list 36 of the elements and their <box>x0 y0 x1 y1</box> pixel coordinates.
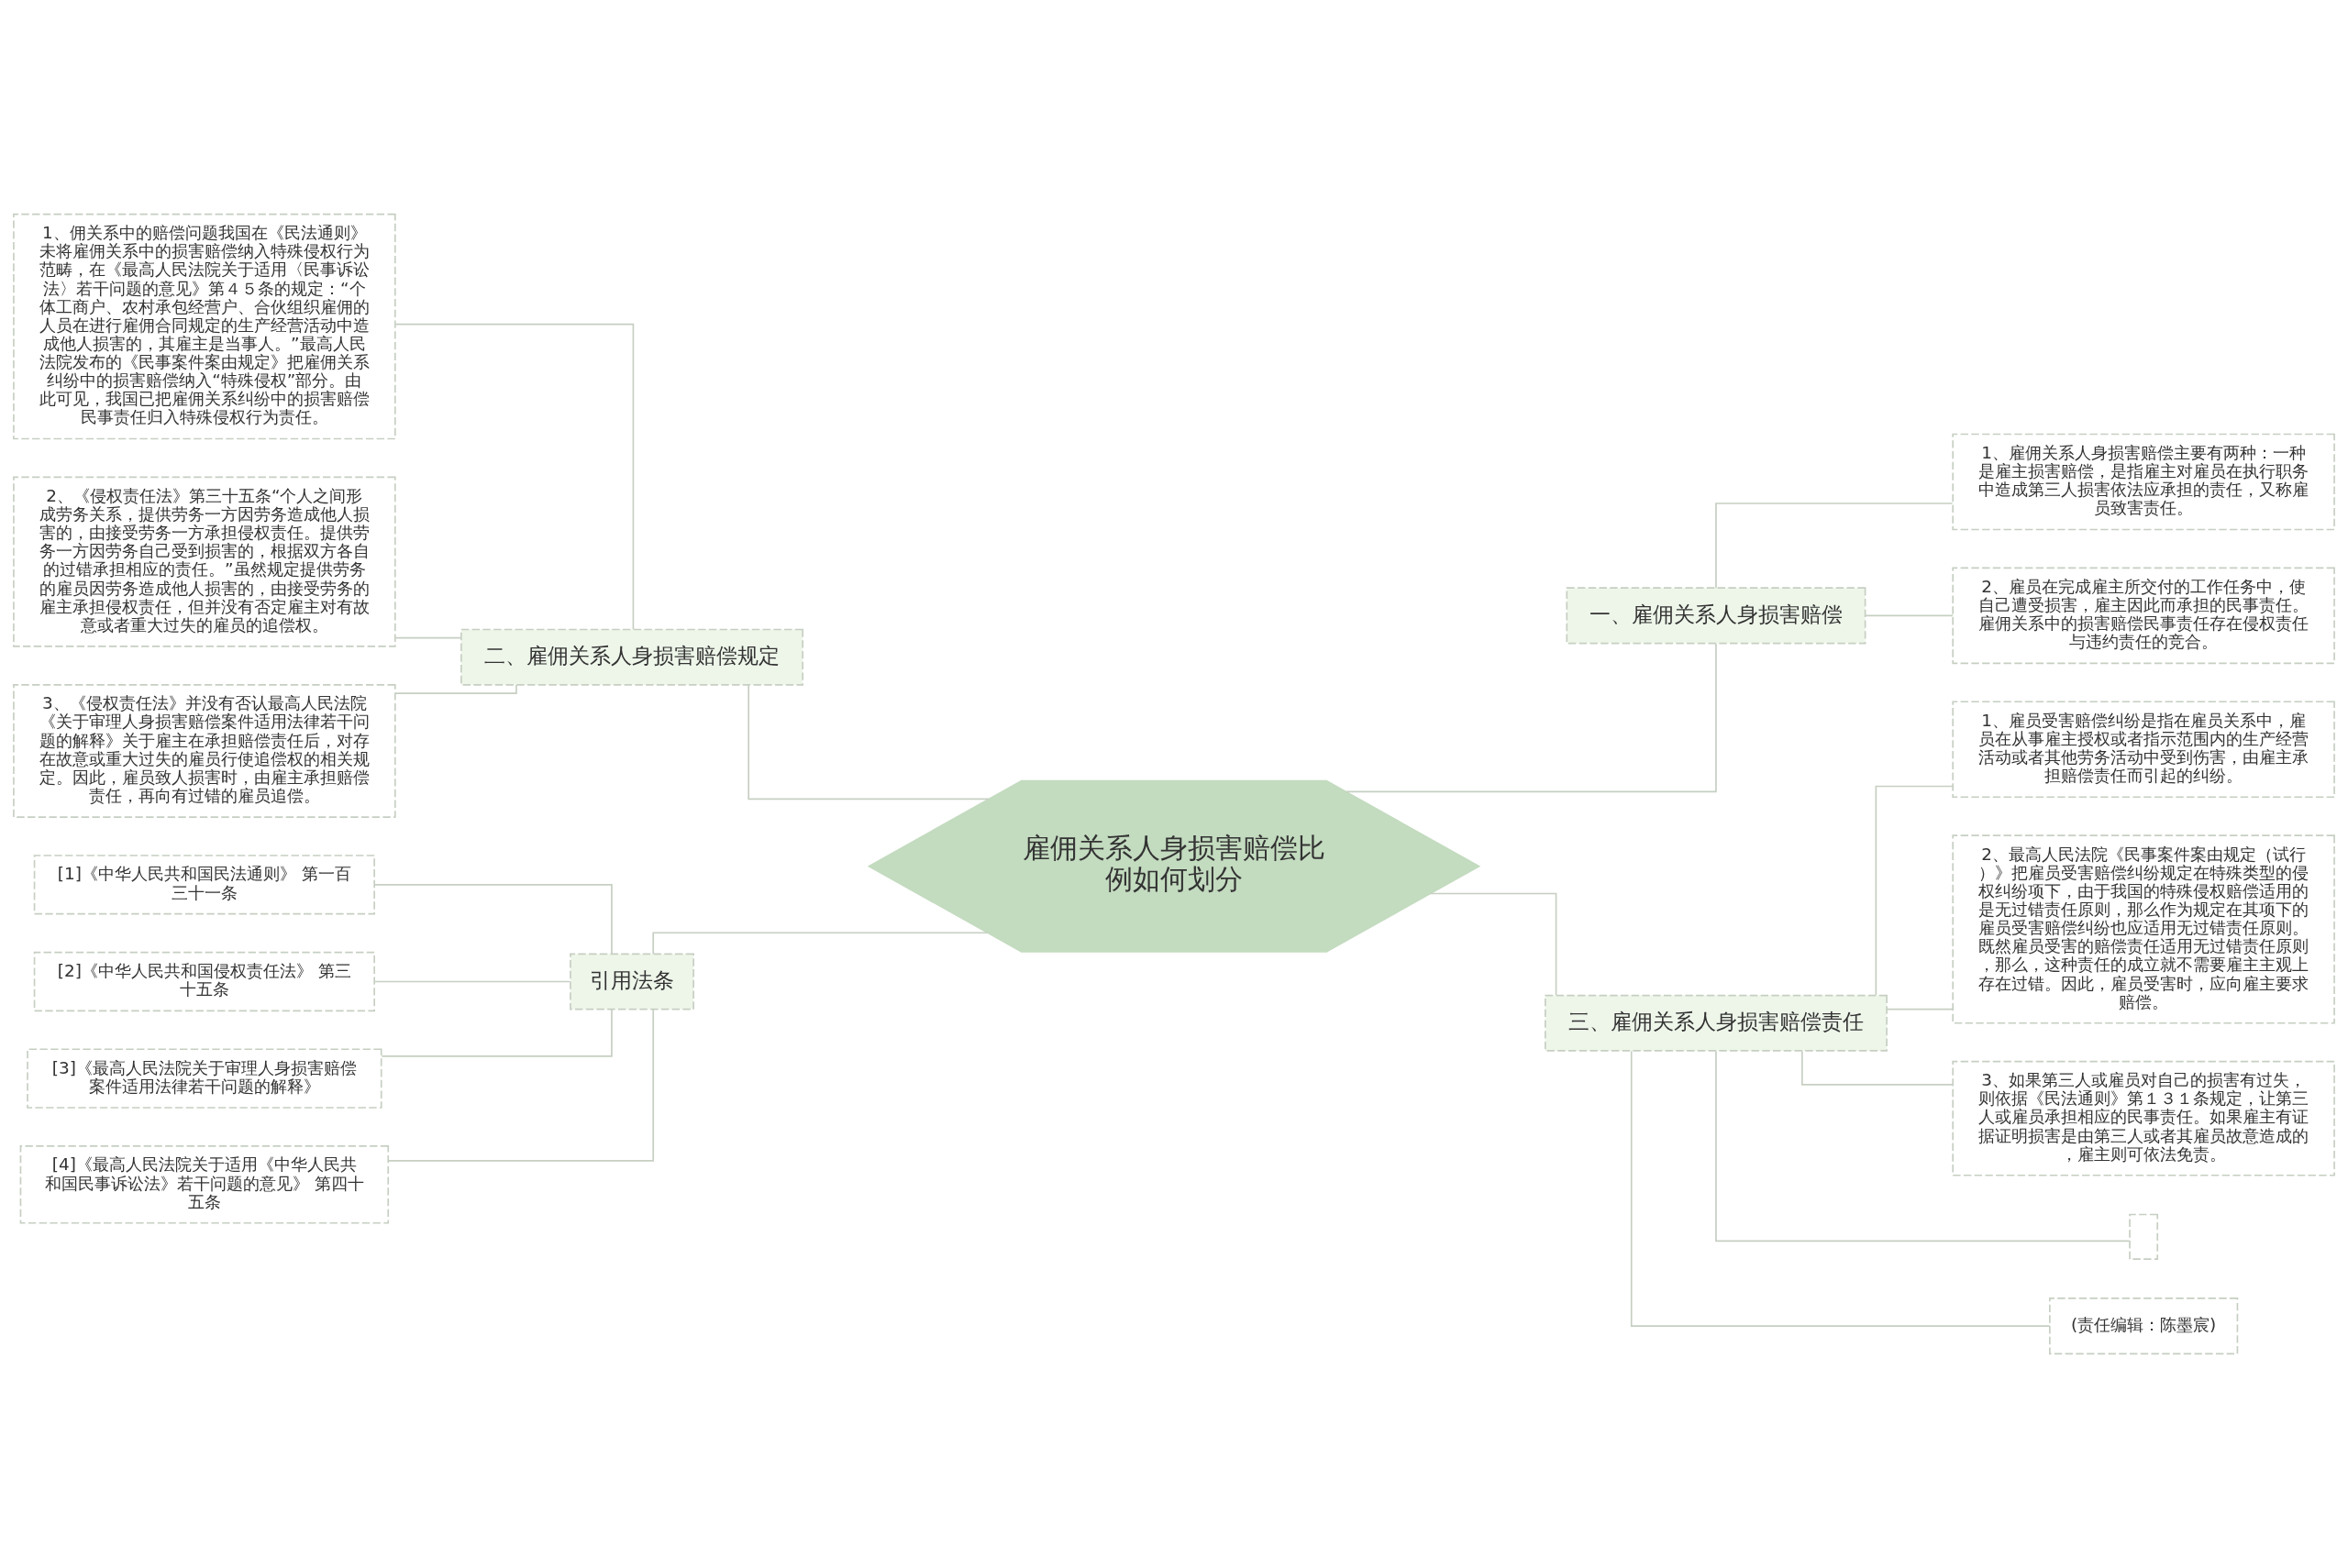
node-box: [3]《最高人民法院关于审理人身损害赔偿案件适用法律若干问题的解释》 <box>27 1048 382 1109</box>
node-box: 三、雇佣关系人身损害赔偿责任 <box>1545 994 1888 1052</box>
node-box: 3、《侵权责任法》并没有否认最高人民法院《关于审理人身损害赔偿案件适用法律若干问题的解释》关于雇主在承担赔偿责任后，对存在故意或重大过失的雇员行使追偿权的相关规定。因此，雇员致人损害时，由雇主承担赔偿责任，再向有过错的雇员追偿。 <box>13 684 396 818</box>
connector <box>1715 1050 2131 1242</box>
node-box: (责任编辑：陈墨宸) <box>2049 1297 2239 1355</box>
connector <box>1630 1050 2051 1327</box>
connector <box>1875 785 1954 996</box>
connector <box>1801 1050 1954 1086</box>
connector <box>1429 892 1557 996</box>
node-box <box>2129 1213 2159 1260</box>
connector <box>387 1009 655 1162</box>
connector <box>381 1008 613 1057</box>
connector <box>748 684 990 801</box>
connector <box>394 684 517 694</box>
connector <box>394 323 635 631</box>
connector <box>652 932 989 955</box>
node-box: 2、《侵权责任法》第三十五条“个人之间形成劳务关系，提供劳务一方因劳务造成他人损害的，由接受劳务一方承担侵权责任。提供劳务一方因劳务自己受到损害的，根据双方各自的过错承担相应的责任。”虽然规定提供劳务的雇员因劳务造成他人损害的，由接受劳务的雇主承担侵权责任，但并没有否定雇主对有故意或者重大过失的雇员的追偿权。 <box>13 476 396 647</box>
node-box: 二、雇佣关系人身损害赔偿规定 <box>460 628 803 686</box>
node-box: 2、雇员在完成雇主所交付的工作任务中，使自己遭受损害，雇主因此而承担的民事责任。雇佣关系中的损害赔偿民事责任存在侵权责任与违约责任的竞合。 <box>1952 567 2335 665</box>
connector <box>1865 614 1954 617</box>
node-box: [4]《最高人民法院关于适用《中华人民共和国民事诉讼法》若干问题的意见》 第四十五条 <box>19 1145 390 1224</box>
connector <box>1345 642 1717 793</box>
node-box: 一、雇佣关系人身损害赔偿 <box>1566 587 1866 645</box>
node-box: 2、最高人民法院《民事案件案由规定（试行）》把雇员受害赔偿纠纷规定在特殊类型的侵权纠纷项下，由于我国的特殊侵权赔偿适用的是无过错责任原则，那么作为规定在其项下的雇员受害赔偿纠纷也应适用无过错责任原则。既然雇员受害的赔偿责任适用无过错责任原则，那么，这种责任的成立就不需要雇主主观上存在过错。因此，雇员受害时，应向雇主要求赔偿。 <box>1952 834 2335 1024</box>
connector <box>373 884 613 955</box>
node-box: [1]《中华人民共和国民法通则》 第一百三十一条 <box>33 855 375 915</box>
connector <box>1715 502 1954 589</box>
connector <box>394 636 462 639</box>
node-box: [2]《中华人民共和国侵权责任法》 第三十五条 <box>33 951 375 1012</box>
connector <box>1886 1008 1954 1010</box>
connector <box>373 980 571 983</box>
node-box: 1、雇佣关系人身损害赔偿主要有两种：一种是雇主损害赔偿，是指雇主对雇员在执行职务中造成第三人损害依法应承担的责任，又称雇员致害责任。 <box>1952 433 2335 531</box>
node-box: 1、雇员受害赔偿纠纷是指在雇员关系中，雇员在从事雇主授权或者指示范围内的生产经营活动或者其他劳务活动中受到伤害，由雇主承担赔偿责任而引起的纠纷。 <box>1952 701 2335 799</box>
node-box: 3、如果第三人或雇员对自己的损害有过失，则依据《民法通则》第１３１条规定，让第三人或雇员承担相应的民事责任。如果雇主有证据证明损害是由第三人或者其雇员故意造成的，雇主则可依法免责。 <box>1952 1060 2335 1176</box>
node-box: 引用法条 <box>570 953 694 1010</box>
node-box: 1、佣关系中的赔偿问题我国在《民法通则》未将雇佣关系中的损害赔偿纳入特殊侵权行为范畴，在《最高人民法院关于适用〈民事诉讼法〉若干问题的意见》第４５条的规定：“个体工商户、农村承包经营户、合伙组织雇佣的人员在进行雇佣合同规定的生产经营活动中造成他人损害的，其雇主是当事人。”最高人民法院发布的《民事案件案由规定》把雇佣关系纠纷中的损害赔偿纳入“特殊侵权”部分。由此可见，我国已把雇佣关系纠纷中的损害赔偿民事责任归入特殊侵权行为责任。 <box>13 213 396 440</box>
